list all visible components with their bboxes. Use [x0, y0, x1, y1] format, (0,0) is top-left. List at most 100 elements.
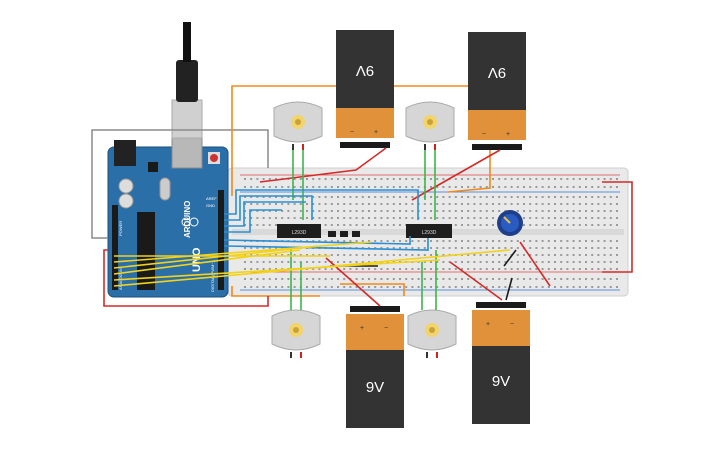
breadboard-hole: [386, 224, 389, 226]
battery-bottom-right[interactable]: + − 9V: [472, 302, 530, 424]
wire-black[interactable]: [503, 249, 517, 267]
breadboard-hole: [609, 247, 612, 249]
wire-black[interactable]: [505, 277, 513, 301]
wire-gray[interactable]: [232, 129, 269, 168]
breadboard-hole: [504, 268, 507, 270]
breadboard-hole: [411, 278, 414, 280]
breadboard-hole: [392, 217, 395, 219]
breadboard-hole: [374, 240, 377, 242]
wire-blue[interactable]: [224, 195, 313, 221]
l293d-left[interactable]: L293D: [277, 224, 321, 238]
battery-top-left[interactable]: 9V − +: [336, 30, 394, 148]
wire-blue[interactable]: [224, 189, 419, 220]
breadboard-hole: [349, 203, 352, 205]
battery-top-right[interactable]: 9V − +: [468, 32, 526, 150]
wire-red[interactable]: [519, 241, 551, 287]
breadboard-hole: [380, 210, 383, 212]
breadboard-hole: [380, 254, 383, 256]
breadboard-hole: [473, 240, 476, 242]
breadboard-hole: [256, 278, 259, 280]
breadboard-hole: [448, 217, 451, 219]
breadboard-hole: [560, 278, 563, 280]
breadboard-hole: [374, 196, 377, 198]
wire-yellow[interactable]: [113, 259, 441, 281]
breadboard-hole: [597, 286, 600, 288]
wire-red[interactable]: [259, 147, 387, 183]
wire-yellow[interactable]: [113, 245, 321, 269]
wire-red[interactable]: [103, 249, 269, 307]
wire-blue[interactable]: [223, 236, 411, 245]
breadboard-hole: [244, 261, 246, 263]
breadboard-hole: [442, 210, 445, 212]
battery-bottom-left[interactable]: + − 9V: [346, 306, 404, 428]
dc-motor-icon[interactable]: [273, 101, 323, 150]
breadboard-hole: [603, 278, 606, 280]
wire-orange[interactable]: [231, 85, 336, 196]
breadboard-hole: [498, 203, 501, 205]
breadboard-hole: [448, 261, 451, 263]
wire-blue[interactable]: [224, 209, 282, 233]
breadboard-hole: [578, 210, 581, 212]
breadboard-hole: [330, 268, 333, 270]
breadboard-hole: [262, 186, 265, 188]
breadboard-hole: [448, 240, 451, 242]
breadboard-hole: [591, 186, 594, 188]
battery-bottom-left-label: 9V: [366, 379, 384, 396]
dc-motor-icon[interactable]: [271, 309, 321, 358]
breadboard-hole: [436, 286, 439, 288]
wire-orange[interactable]: [340, 283, 405, 296]
gnd-label: GND: [206, 203, 215, 208]
breadboard-hole: [603, 203, 606, 205]
wire-yellow[interactable]: [113, 249, 301, 275]
breadboard-hole: [541, 210, 544, 212]
breadboard-hole: [510, 261, 513, 263]
breadboard-hole: [287, 254, 290, 256]
l293d-right[interactable]: L293D: [406, 224, 452, 238]
battery-plus: +: [360, 325, 364, 332]
breadboard-hole: [560, 261, 563, 263]
wire-blue[interactable]: [223, 238, 429, 251]
breadboard-hole: [343, 178, 346, 180]
breadboard-hole: [343, 186, 346, 188]
breadboard-hole: [535, 196, 538, 198]
breadboard-hole: [374, 286, 377, 288]
breadboard-hole: [492, 203, 494, 205]
dc-motor-icon[interactable]: [405, 101, 455, 150]
breadboard-hole: [405, 210, 408, 212]
breadboard-hole: [337, 254, 339, 256]
wire-yellow[interactable]: [113, 241, 373, 263]
breadboard-hole: [510, 240, 513, 242]
breadboard-hole: [535, 268, 538, 270]
breadboard-hole: [547, 261, 550, 263]
wire-yellow[interactable]: [113, 249, 511, 287]
breadboard-hole: [299, 254, 302, 256]
breadboard-hole: [485, 278, 488, 280]
breadboard-hole: [523, 254, 525, 256]
wire-red[interactable]: [449, 261, 503, 301]
wire-blue[interactable]: [224, 201, 306, 227]
breadboard-hole: [591, 178, 594, 180]
potentiometer-knob-icon[interactable]: [497, 210, 523, 236]
breadboard-hole: [603, 196, 606, 198]
breadboard-hole: [386, 254, 389, 256]
wire-orange[interactable]: [447, 150, 491, 193]
battery-top-left-label: 9V: [356, 62, 374, 79]
breadboard-hole: [386, 278, 389, 280]
reset-button[interactable]: [210, 154, 218, 162]
breadboard-hole: [454, 247, 457, 249]
breadboard-hole: [498, 261, 501, 263]
battery-bottom-right-label: 9V: [492, 373, 510, 390]
breadboard-hole: [293, 261, 296, 263]
breadboard-hole: [529, 261, 532, 263]
breadboard-hole: [461, 278, 463, 280]
breadboard-hole: [368, 261, 370, 263]
battery-plus: +: [486, 321, 490, 328]
breadboard-hole: [479, 196, 482, 198]
wire-gray[interactable]: [91, 129, 232, 239]
dc-motor-icon[interactable]: [407, 309, 457, 358]
wire-red[interactable]: [602, 181, 633, 273]
breadboard-hole: [547, 240, 550, 242]
breadboard-hole: [368, 217, 370, 219]
breadboard-hole: [585, 178, 587, 180]
wire-red[interactable]: [411, 149, 501, 201]
